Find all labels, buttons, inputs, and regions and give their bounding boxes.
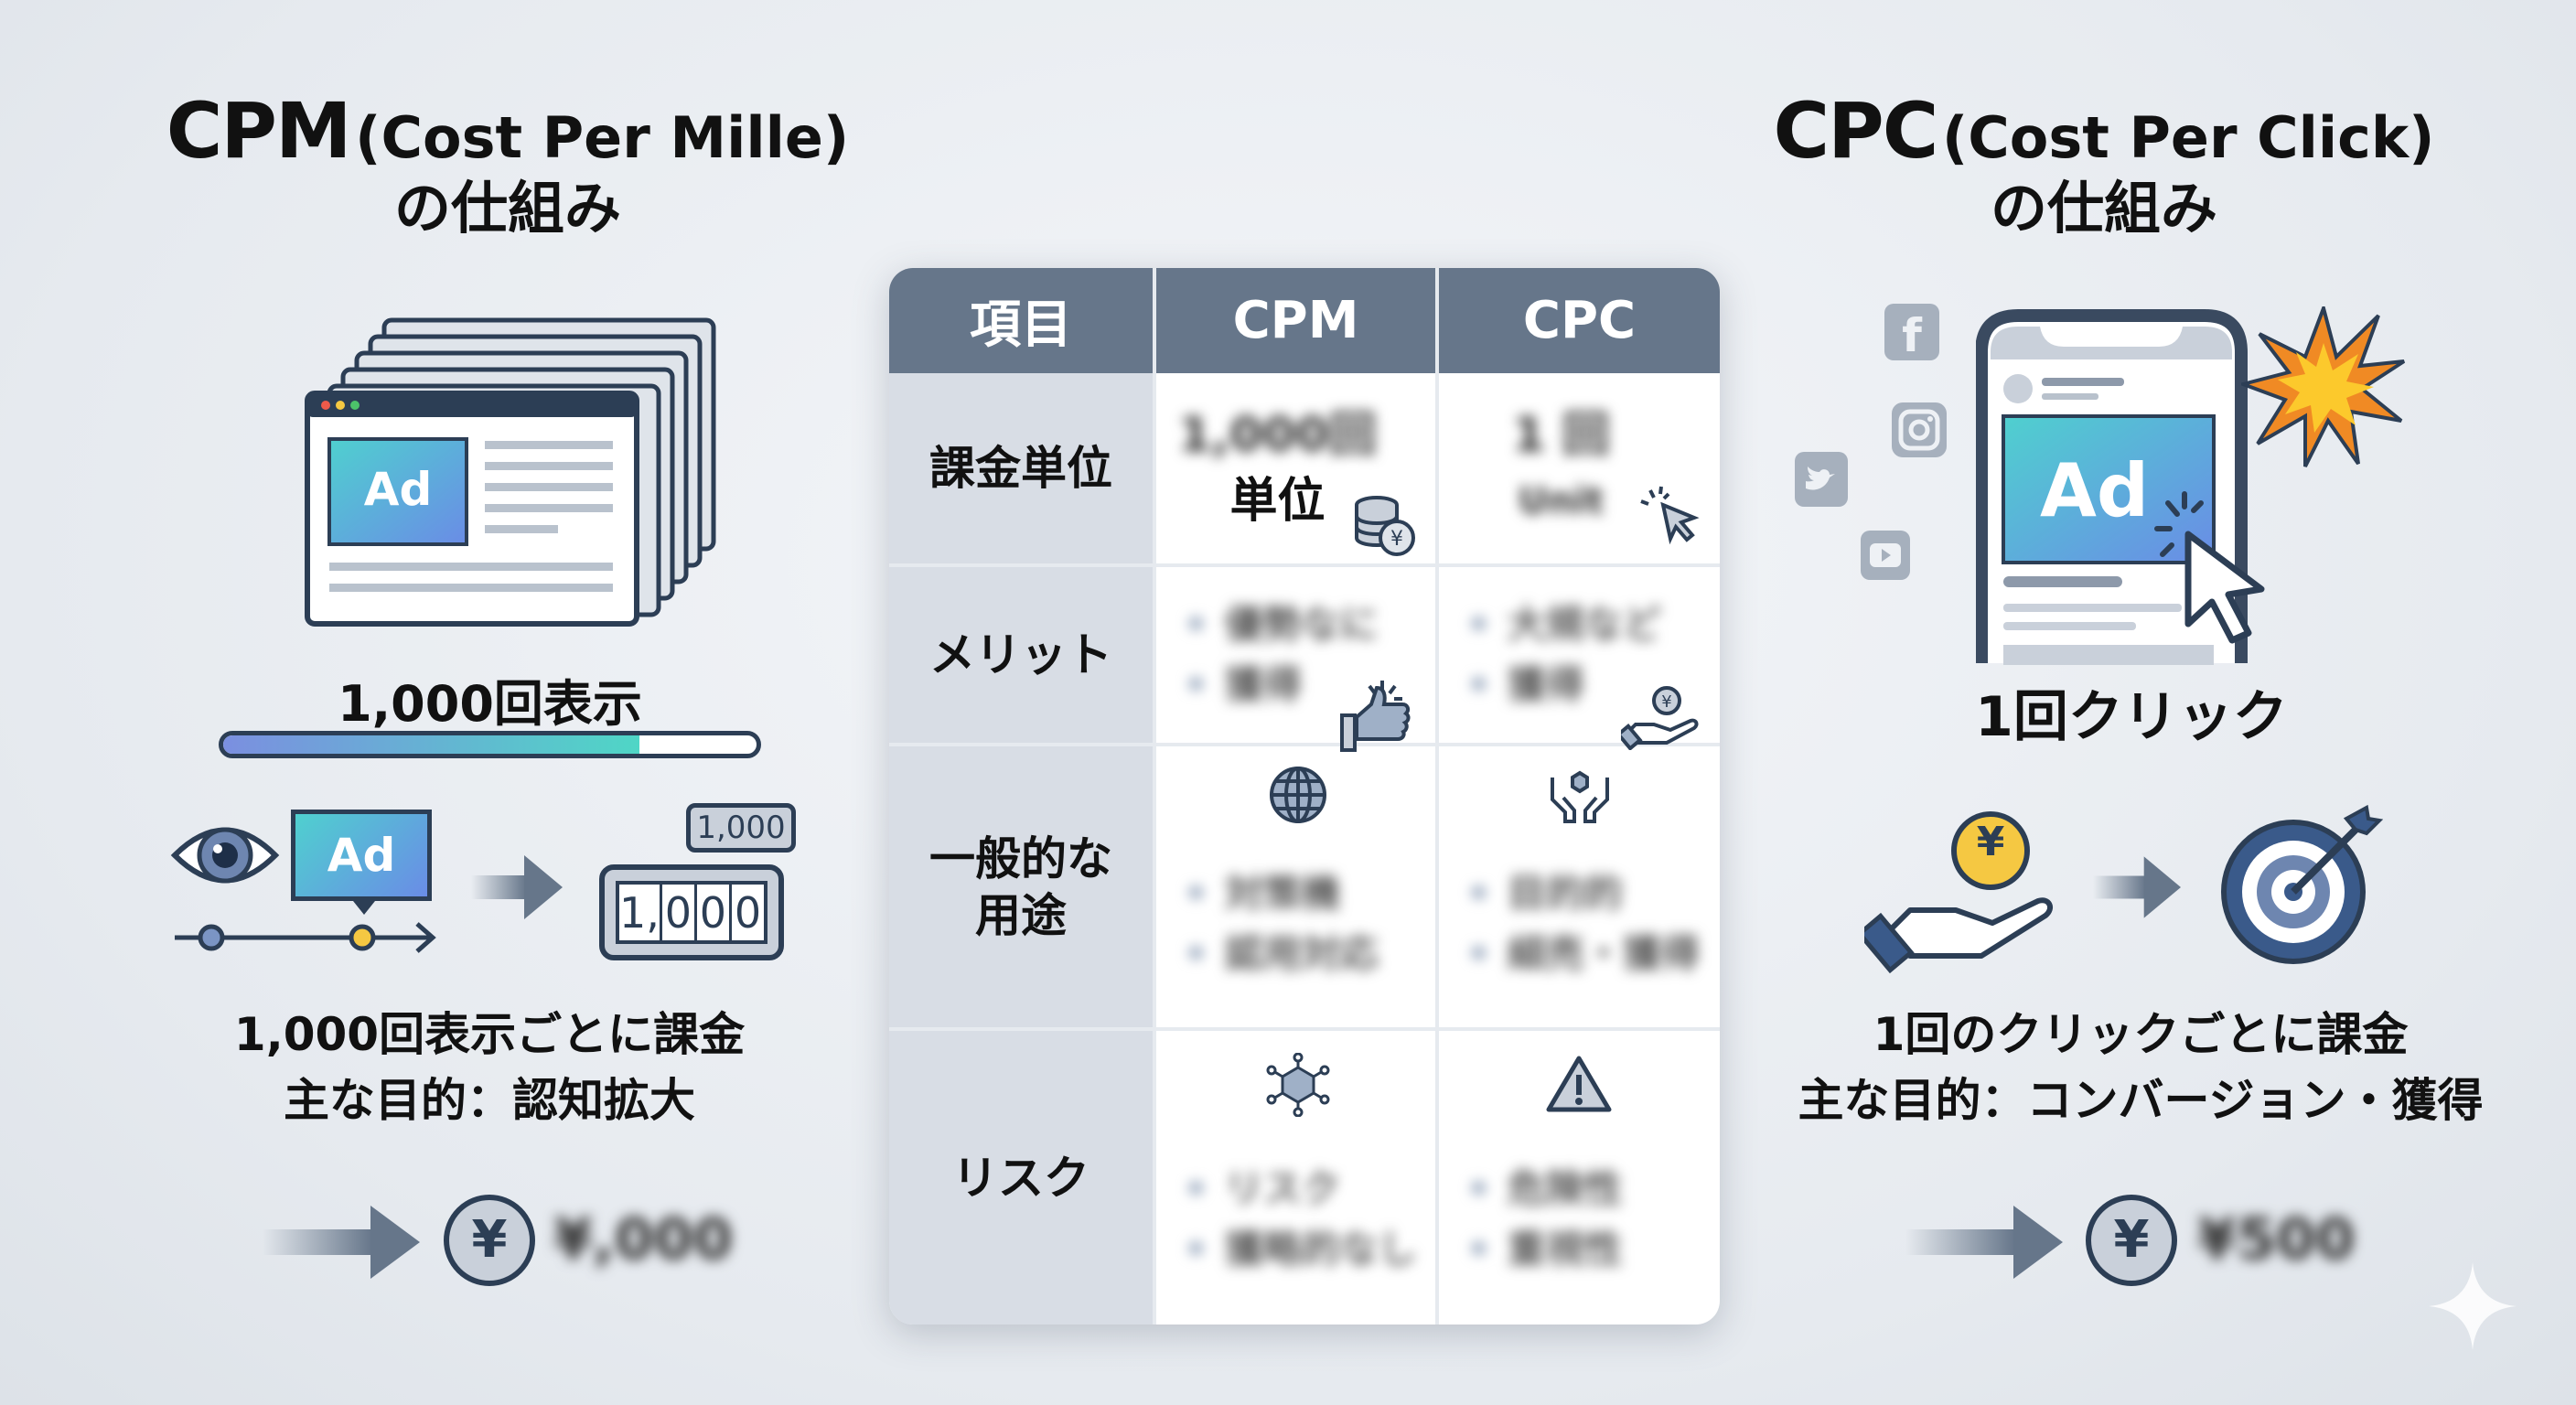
counter-digit: 0 xyxy=(662,885,697,940)
arrow-right-icon xyxy=(2093,856,2181,918)
cpm-price: ¥,000 xyxy=(553,1206,734,1272)
cpc-cell: •危険性 •重視性 xyxy=(1437,1029,1720,1325)
cell-bullet: •危険性 xyxy=(1466,1165,1623,1211)
timeline-icon xyxy=(175,901,436,953)
hands-box-icon xyxy=(1551,770,1609,824)
row-header: メリット xyxy=(889,565,1156,747)
comparison-table: 項目 CPM CPC 課金単位 1,000回 単位 ¥ 1 回 Unit メ xyxy=(889,268,1720,1325)
header-cpm: CPM xyxy=(1154,268,1439,373)
globe-icon xyxy=(1270,767,1326,824)
cpc-cell: •目的的 •細売・獲得 xyxy=(1437,745,1720,1032)
thumbs-up-icon xyxy=(1340,681,1411,753)
header-cpc: CPC xyxy=(1437,268,1720,373)
coin-symbol: ¥ xyxy=(1976,819,2005,865)
impressions-label: 1,000回表示 xyxy=(338,675,642,733)
arrow-right-icon xyxy=(471,855,563,919)
arrow-right-icon xyxy=(1905,1206,2063,1279)
table-row: 課金単位 1,000回 単位 ¥ 1 回 Unit xyxy=(889,373,1720,568)
cpm-caption: 1,000回表示ごとに課金 主な目的：認知拡大 xyxy=(78,1002,901,1133)
cpm-cell: •対策機 •認用対応 xyxy=(1154,745,1439,1032)
cpc-caption: 1回のクリックごとに課金 主な目的：コンバージョン・獲得 xyxy=(1729,1002,2552,1133)
instagram-icon xyxy=(1892,402,1947,457)
row-header: リスク xyxy=(889,1029,1156,1325)
cell-bullet: •細売・獲得 xyxy=(1466,930,1700,976)
table-row: リスク •リスク •獲略的なし •危険性 •重視性 xyxy=(889,1029,1720,1325)
cpm-cell: •リスク •獲略的なし xyxy=(1154,1029,1439,1325)
counter-digit: 1, xyxy=(619,885,662,940)
row-header: 課金単位 xyxy=(889,373,1156,568)
cpc-title-paren: (Cost Per Click) xyxy=(1941,104,2435,171)
cpm-caption-line2: 主な目的：認知拡大 xyxy=(284,1074,695,1127)
cursor-click-icon xyxy=(1640,486,1700,545)
cell-bullet: •大規など xyxy=(1466,602,1661,648)
cell-text: Unit xyxy=(1518,480,1605,523)
cell-bullet: •重視性 xyxy=(1466,1226,1623,1271)
cpm-subtitle: の仕組み xyxy=(393,174,621,241)
network-hexagon-icon xyxy=(1266,1053,1330,1118)
cursor-click-icon xyxy=(2154,491,2265,644)
click-label: 1回クリック xyxy=(1975,685,2288,749)
counter-digit: 0 xyxy=(734,888,762,938)
cell-bullet: •獲得 xyxy=(1184,662,1302,708)
twitter-icon xyxy=(1795,452,1848,507)
impression-counter: 1, 0 0 0 xyxy=(599,864,784,960)
svg-text:Ad: Ad xyxy=(364,463,433,516)
cpc-title: CPC (Cost Per Click) の仕組み xyxy=(1711,87,2497,241)
counter-tag: 1,000 xyxy=(686,803,796,853)
cpc-caption-line1: 1回のクリックごとに課金 xyxy=(1873,1008,2409,1061)
table-row: メリット •優勢なに •獲得 •大規など •獲得 ¥ xyxy=(889,565,1720,753)
cpm-title: CPM (Cost Per Mille) の仕組み xyxy=(110,87,906,241)
ad-bubble: Ad xyxy=(291,810,432,901)
hand-coin-icon xyxy=(1864,811,2054,974)
cell-text: 1,000回 xyxy=(1178,408,1377,464)
phone-ad-label: Ad xyxy=(2040,448,2150,533)
burst-icon xyxy=(2241,306,2406,467)
target-icon xyxy=(2221,804,2383,964)
impressions-progress-bar xyxy=(219,731,761,758)
cpm-title-main: CPM xyxy=(166,86,352,176)
yen-coin-icon: ¥ xyxy=(444,1195,535,1286)
cpm-caption-line1: 1,000回表示ごとに課金 xyxy=(233,1008,746,1061)
header-item: 項目 xyxy=(889,268,1156,373)
cpm-title-paren: (Cost Per Mille) xyxy=(355,104,850,171)
smartphone-icon xyxy=(1976,309,2248,665)
cell-bullet: •獲略的なし xyxy=(1184,1226,1417,1271)
cell-text: 1 回 xyxy=(1512,408,1610,464)
cpc-title-main: CPC xyxy=(1773,86,1939,176)
counter-digit: 0 xyxy=(697,885,732,940)
hand-coin-icon: ¥ xyxy=(1621,686,1699,751)
svg-text:¥: ¥ xyxy=(1661,692,1671,712)
cell-bullet: •認用対応 xyxy=(1184,930,1379,976)
cell-bullet: •リスク xyxy=(1184,1165,1340,1211)
cell-bullet: •対策機 xyxy=(1184,870,1340,916)
cell-bullet: •目的的 xyxy=(1466,870,1623,916)
facebook-icon: f xyxy=(1884,304,1939,362)
svg-text:¥: ¥ xyxy=(1390,528,1403,551)
cell-bullet: •獲得 xyxy=(1466,662,1584,708)
sparkle-icon xyxy=(2429,1262,2517,1350)
yen-coin-icon: ¥ xyxy=(2086,1195,2177,1286)
coins-yen-icon: ¥ xyxy=(1355,496,1415,556)
eye-icon xyxy=(170,827,280,884)
cpc-cell: 1 回 Unit xyxy=(1437,373,1720,568)
progress-fill xyxy=(223,735,639,754)
cpm-cell: •優勢なに •獲得 xyxy=(1154,565,1439,753)
cpc-subtitle: の仕組み xyxy=(1990,174,2217,241)
cpc-cell: •大規など •獲得 ¥ xyxy=(1437,565,1720,751)
warning-icon xyxy=(1546,1056,1612,1112)
browser-window-stack-icon: Ad xyxy=(305,317,716,627)
cpc-price: ¥500 xyxy=(2197,1206,2356,1272)
cell-bullet: •優勢なに xyxy=(1184,602,1379,648)
table-row: 一般的な用途 •対策機 •認用対応 •目的的 •細売・獲得 xyxy=(889,745,1720,1032)
cpc-caption-line2: 主な目的：コンバージョン・獲得 xyxy=(1798,1074,2484,1127)
cell-text: 単位 xyxy=(1229,474,1326,530)
arrow-right-icon xyxy=(263,1206,420,1279)
row-header: 一般的な用途 xyxy=(889,745,1156,1032)
youtube-icon xyxy=(1861,531,1910,580)
cpm-cell: 1,000回 単位 ¥ xyxy=(1154,373,1439,568)
